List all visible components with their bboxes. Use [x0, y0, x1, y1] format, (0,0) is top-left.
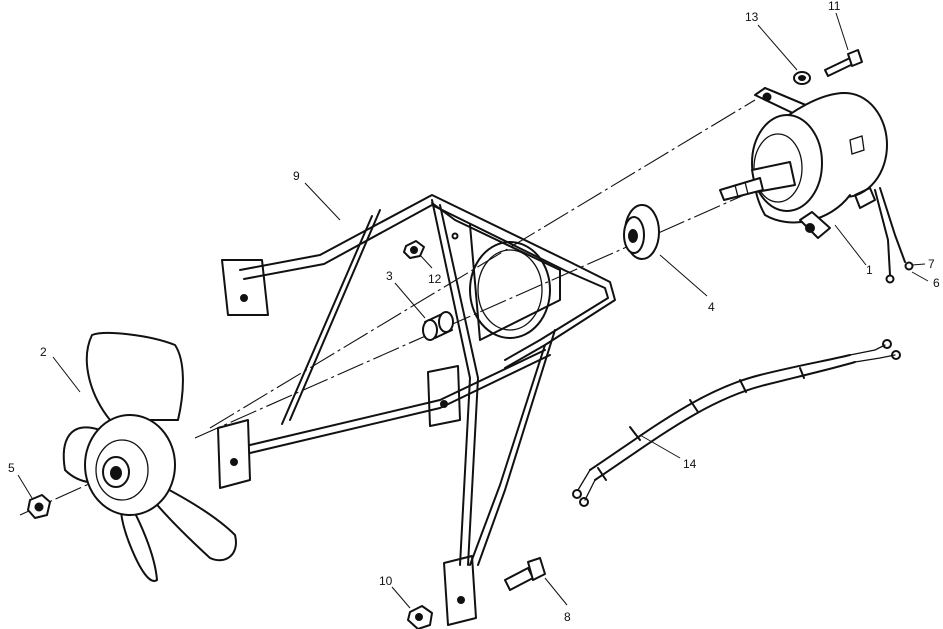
nut-12: [403, 240, 425, 259]
screw-11: [824, 49, 863, 77]
callout-4: 4: [708, 300, 715, 314]
wiring-harness: [572, 339, 901, 507]
callout-labels: 1 2 3 4 5 6 7 8 9 10 11 12 13 14: [8, 0, 940, 624]
callout-8: 8: [564, 610, 571, 624]
callout-5: 5: [8, 461, 15, 475]
mounting-bracket: [217, 194, 616, 626]
nut-5: [27, 494, 51, 519]
fan-blade: [62, 332, 237, 582]
callout-6: 6: [933, 276, 940, 290]
callout-11: 11: [828, 0, 841, 13]
callout-12: 12: [428, 272, 442, 286]
bolt-8: [504, 557, 546, 591]
callout-2: 2: [40, 345, 47, 359]
leader-lines: [17, 12, 929, 609]
callout-9: 9: [293, 169, 300, 183]
callout-13: 13: [745, 10, 759, 24]
spacer: [422, 311, 454, 341]
callout-3: 3: [386, 269, 393, 283]
nut-10: [407, 605, 433, 629]
callout-10: 10: [379, 574, 393, 588]
fan-motor: [719, 87, 914, 284]
callout-7: 7: [928, 257, 935, 271]
callout-14: 14: [683, 457, 697, 471]
grommet: [623, 204, 660, 260]
callout-1: 1: [866, 263, 873, 277]
washer-13: [793, 71, 811, 85]
